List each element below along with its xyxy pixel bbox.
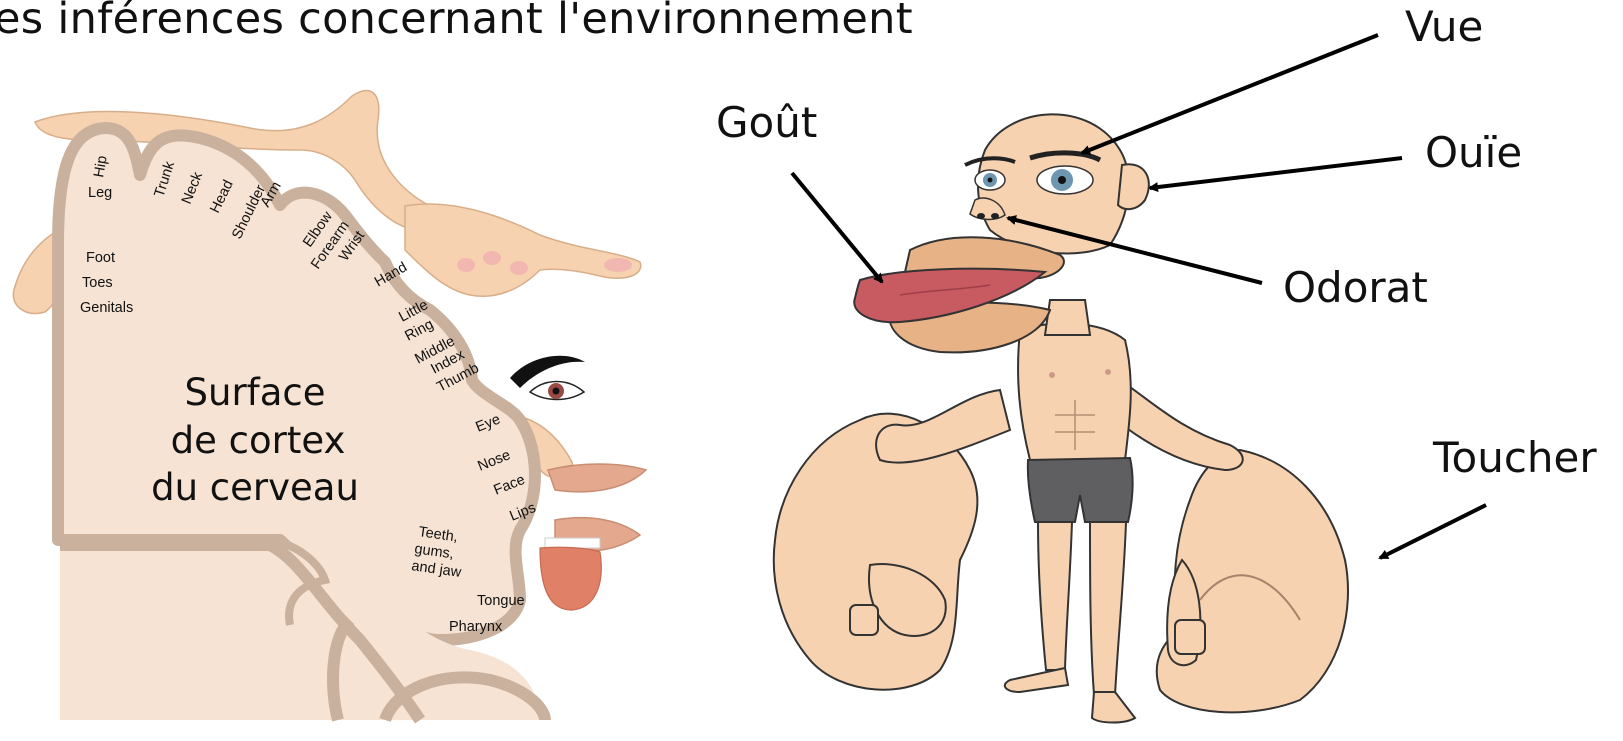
- homunculus-figure: [774, 114, 1348, 722]
- label-leg: Leg: [88, 185, 112, 201]
- label-toucher: Toucher: [1433, 433, 1597, 482]
- label-toes: Toes: [82, 275, 113, 291]
- cortex-center-label-3: du cerveau: [151, 466, 359, 509]
- ear: [1118, 164, 1149, 209]
- cortex-illustration: Hip Leg Trunk Neck Head Shoulder Arm Elb…: [13, 91, 646, 720]
- arrow-gout: [792, 173, 882, 282]
- label-tongue: Tongue: [477, 593, 525, 609]
- cortex-center-label-2: de cortex: [171, 419, 346, 462]
- label-odorat: Odorat: [1283, 263, 1428, 312]
- homunculus-upper-lip: [548, 464, 646, 492]
- arrow-toucher: [1380, 505, 1486, 558]
- label-ouie: Ouïe: [1425, 128, 1522, 177]
- left-giant-hand: [774, 414, 978, 690]
- right-leg: [1090, 522, 1126, 695]
- arrow-ouie: [1150, 158, 1402, 188]
- homunculus-tongue: [540, 547, 601, 610]
- arrow-vue: [1082, 35, 1378, 153]
- label-foot: Foot: [86, 250, 115, 266]
- label-pharynx: Pharynx: [449, 619, 503, 635]
- shorts: [1028, 458, 1133, 522]
- label-vue: Vue: [1405, 2, 1483, 51]
- label-genitals: Genitals: [80, 300, 133, 316]
- label-gout: Goût: [716, 98, 817, 147]
- left-leg: [1038, 522, 1072, 670]
- homunculus-hand: [405, 204, 641, 296]
- cortex-center-label-1: Surface: [185, 371, 326, 414]
